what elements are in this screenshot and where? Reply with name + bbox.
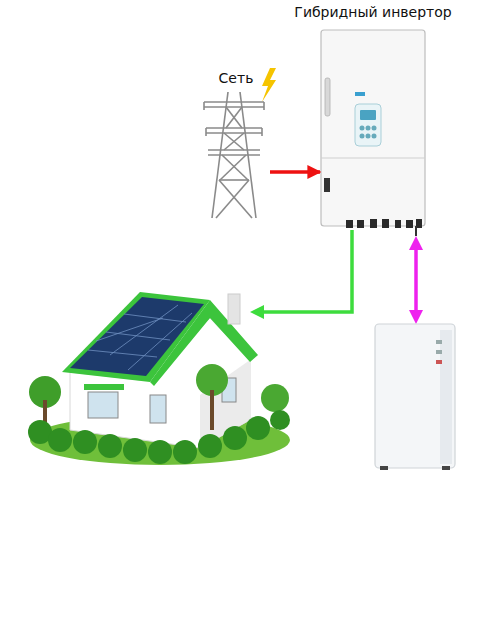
battery-link bbox=[409, 226, 423, 324]
tower-drawing bbox=[204, 92, 264, 218]
node-heading: Гибридный инвертор bbox=[294, 4, 451, 20]
inverter-drawing bbox=[321, 30, 425, 228]
battery-drawing bbox=[375, 324, 455, 470]
house-drawing bbox=[28, 292, 290, 465]
grid-feed-arrow bbox=[270, 170, 320, 174]
node-label: Сеть bbox=[219, 70, 254, 86]
grid-tower-box: Сеть bbox=[203, 70, 269, 220]
inverter-box: Гибридный инвертор bbox=[321, 30, 425, 226]
power-line-house bbox=[250, 230, 352, 319]
lightning-symbol bbox=[262, 68, 276, 102]
